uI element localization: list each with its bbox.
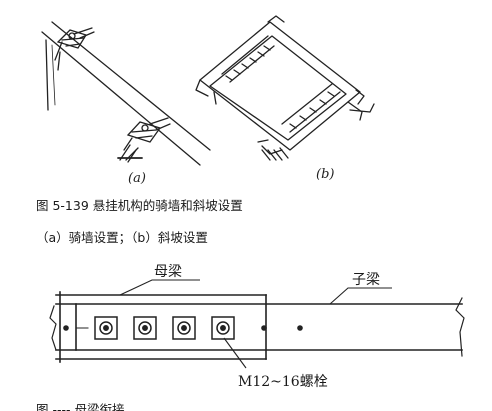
bolt-1 [94,316,118,340]
bolt-3 [172,316,196,340]
figure-b-label: (b) [316,167,334,182]
label-child-beam: 子梁 [352,272,380,288]
bolt-4 [211,316,235,340]
label-bolt: M12~16螺栓 [238,374,328,390]
figure-caption: 图 5-139 悬挂机构的骑墙和斜坡设置 [36,198,243,213]
figure-a-label: (a) [128,171,146,186]
figure-suspension-setup: (a) (b) [41,15,375,186]
footer-partial-caption: 图 ---- 母梁衔接 [36,402,125,411]
leader-child-beam [329,287,392,305]
figure-a-wall-straddle [41,21,211,166]
bolt-group [94,316,235,340]
label-mother-beam: 母梁 [154,264,182,280]
centerline-dots [63,325,303,331]
figure-beam-connection: 母梁 子梁 M12~16螺栓 图 ---- 母梁衔接 [36,264,465,411]
figure-subcaption: （a）骑墙设置；（b）斜坡设置 [36,230,208,245]
leader-mother-beam [119,279,200,296]
bolt-2 [133,316,157,340]
leader-bolt [223,337,247,369]
figure-b-slope [195,15,375,161]
